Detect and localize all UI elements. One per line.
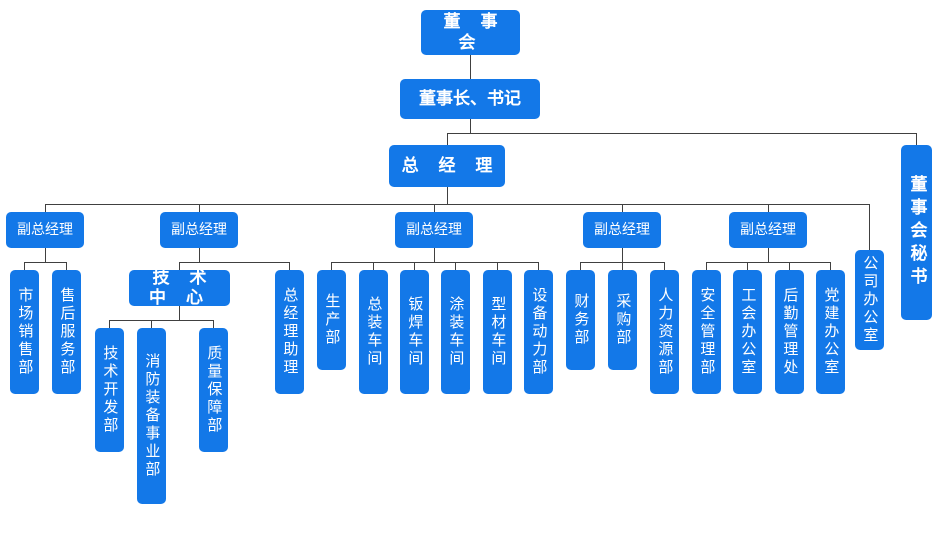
connector-vp3-to-sheetweld: [414, 262, 415, 270]
connector-vp4-stub: [622, 248, 623, 262]
connector-vp5-to-party: [830, 262, 831, 270]
node-equipment-power[interactable]: 设备动力部: [524, 270, 553, 394]
node-vp-1[interactable]: 副总经理: [6, 212, 84, 248]
connector-techcenter-bar: [109, 320, 213, 321]
node-purchasing-dept[interactable]: 采购部: [608, 270, 637, 370]
connector-gm-to-vp1: [45, 204, 46, 212]
node-board-secretary[interactable]: 董事会秘书: [901, 145, 932, 320]
connector-chairman-to-gm: [447, 133, 448, 145]
connector-gm-to-vp2: [199, 204, 200, 212]
connector-vp4-to-finance: [580, 262, 581, 270]
node-assembly-shop[interactable]: 总装车间: [359, 270, 388, 394]
connector-vp2-to-gmassistant: [289, 262, 290, 270]
connector-gm-to-vp3: [434, 204, 435, 212]
connector-vp3-to-production: [331, 262, 332, 270]
node-vp-4[interactable]: 副总经理: [583, 212, 661, 248]
node-union-office[interactable]: 工会办公室: [733, 270, 762, 394]
node-profile-shop[interactable]: 型材车间: [483, 270, 512, 394]
connector-vp5-to-safety: [706, 262, 707, 270]
connector-vp2-to-techcenter: [179, 262, 180, 270]
connector-vp4-to-purchasing: [622, 262, 623, 270]
connector-tc-to-techdev: [109, 320, 110, 328]
connector-vp5-to-logistics: [789, 262, 790, 270]
connector-vp1-to-market: [24, 262, 25, 270]
connector-vp3-to-assembly: [373, 262, 374, 270]
node-painting-shop[interactable]: 涂装车间: [441, 270, 470, 394]
connector-board-chairman: [470, 55, 471, 79]
connector-gm-to-company-office: [869, 204, 870, 250]
node-sheet-welding-shop[interactable]: 钣焊车间: [400, 270, 429, 394]
node-market-sales[interactable]: 市场销售部: [10, 270, 39, 394]
connector-techcenter-stub: [179, 306, 180, 320]
node-tech-center[interactable]: 技 术 中 心: [129, 268, 230, 308]
connector-vp5-bar: [706, 262, 830, 263]
connector-vp3-to-profile: [497, 262, 498, 270]
node-company-office[interactable]: 公司办公室: [855, 250, 884, 350]
node-vp-5[interactable]: 副总经理: [729, 212, 807, 248]
connector-tc-to-quality: [213, 320, 214, 328]
connector-vp3-bar: [331, 262, 538, 263]
node-hr-dept[interactable]: 人力资源部: [650, 270, 679, 394]
connector-vp3-stub: [434, 248, 435, 262]
node-chairman[interactable]: 董事长、书记: [400, 79, 540, 119]
node-fire-equipment[interactable]: 消防装备事业部: [137, 328, 166, 504]
node-safety-management[interactable]: 安全管理部: [692, 270, 721, 394]
node-after-sales[interactable]: 售后服务部: [52, 270, 81, 394]
node-vp-2[interactable]: 副总经理: [160, 212, 238, 248]
node-production-dept[interactable]: 生产部: [317, 270, 346, 370]
connector-vp5-to-union: [747, 262, 748, 270]
node-logistics-management[interactable]: 后勤管理处: [775, 270, 804, 394]
node-party-building-office[interactable]: 党建办公室: [816, 270, 845, 394]
node-board[interactable]: 董 事 会: [421, 10, 520, 55]
node-quality-assurance[interactable]: 质量保障部: [199, 328, 228, 452]
node-finance-dept[interactable]: 财务部: [566, 270, 595, 370]
connector-vp1-stub: [45, 248, 46, 262]
connector-vp1-bar: [24, 262, 66, 263]
connector-vp5-stub: [768, 248, 769, 262]
connector-vp4-to-hr: [664, 262, 665, 270]
connector-vp2-bar: [179, 262, 289, 263]
node-tech-dev[interactable]: 技术开发部: [95, 328, 124, 452]
connector-chairman-bar: [447, 133, 917, 134]
connector-vp2-stub: [199, 248, 200, 262]
node-gm-assistant[interactable]: 总经理助理: [275, 270, 304, 394]
connector-vp3-to-equippower: [538, 262, 539, 270]
connector-chairman-stub: [470, 119, 471, 133]
connector-vp3-to-painting: [455, 262, 456, 270]
node-general-manager[interactable]: 总 经 理: [389, 145, 505, 187]
connector-gm-to-vp5: [768, 204, 769, 212]
connector-gm-bar: [45, 204, 869, 205]
connector-tc-to-fireequip: [151, 320, 152, 328]
connector-gm-to-vp4: [622, 204, 623, 212]
connector-gm-stub: [447, 187, 448, 204]
connector-vp1-to-aftersales: [66, 262, 67, 270]
connector-chairman-to-secretary: [916, 133, 917, 145]
node-vp-3[interactable]: 副总经理: [395, 212, 473, 248]
